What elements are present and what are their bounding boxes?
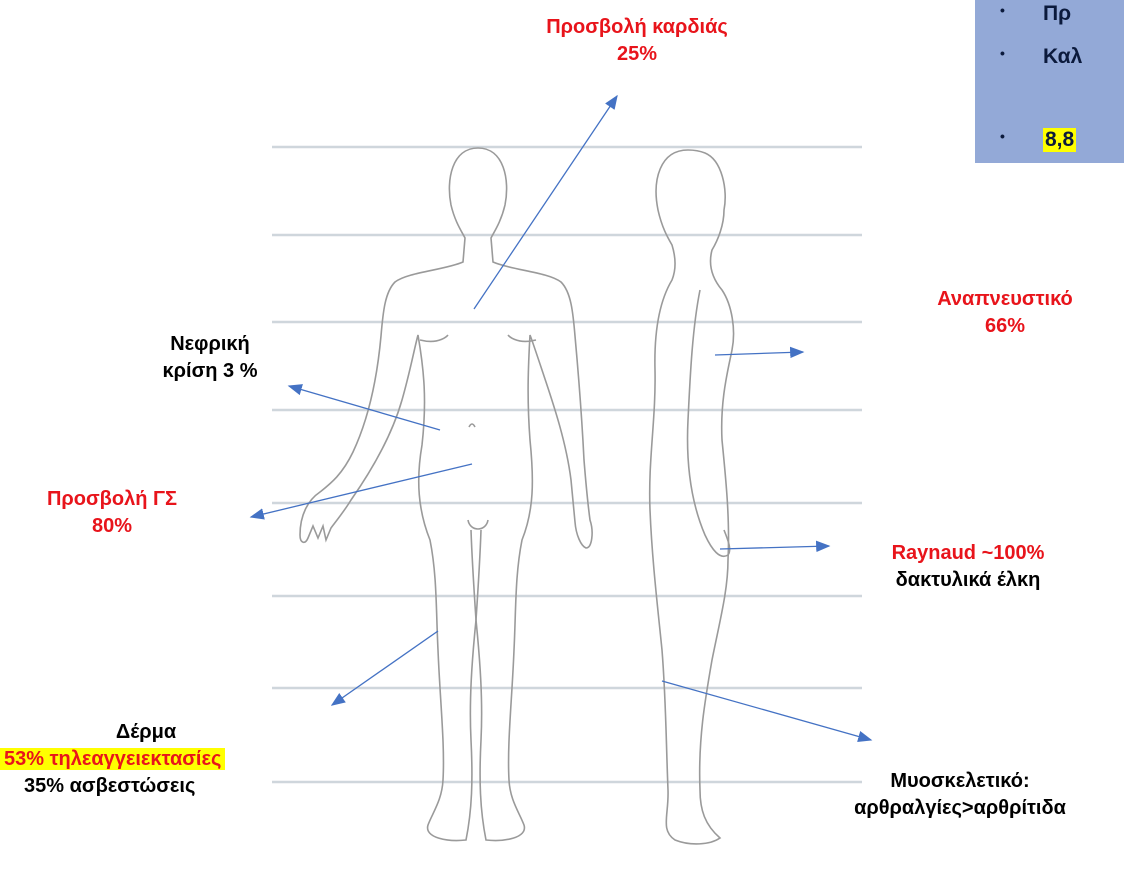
skin-label: Δέρμα 53% τηλεαγγειεκτασίες 35% ασβεστώσ… [0,719,292,800]
musculoskeletal-label-title: Μυοσκελετικό: [800,768,1120,795]
arrows [251,96,871,740]
raynaud-label-subtitle: δακτυλικά έλκη [858,567,1078,594]
gi-label: Προσβολή ΓΣ 80% [22,486,202,540]
arrow-gi [251,464,472,517]
gi-label-percent: 80% [22,513,202,540]
bullet-icon: • [1000,2,1005,18]
bullet-icon: • [1000,128,1005,144]
respiratory-label-title: Αναπνευστικό [905,286,1105,313]
arrow-heart [474,96,617,309]
musculoskeletal-label-subtitle: αρθραλγίες>αρθρίτιδα [800,795,1120,822]
bullet-icon: • [1000,45,1005,61]
renal-label-percent: κρίση 3 % [120,358,300,385]
arrow-skin [332,631,438,705]
side-figure [650,150,734,844]
info-item-text: 8,8 [1043,128,1076,152]
renal-label: Νεφρική κρίση 3 % [120,331,300,385]
heart-label: Προσβολή καρδιάς 25% [497,14,777,68]
info-item-text: Πρ [1043,2,1071,26]
raynaud-label-title: Raynaud ~100% [858,540,1078,567]
skin-label-title: Δέρμα [0,719,292,746]
height-chart-lines [272,147,862,782]
arrow-respiratory [715,352,803,355]
skin-label-calcinosis: 35% ασβεστώσεις [0,773,292,800]
arrow-raynaud [720,546,829,549]
info-item-text: Καλ [1043,45,1082,69]
heart-label-title: Προσβολή καρδιάς [497,14,777,41]
respiratory-label: Αναπνευστικό 66% [905,286,1105,340]
renal-label-title: Νεφρική [120,331,300,358]
info-box: • Πρ • Καλ • 8,8 [975,0,1124,163]
musculoskeletal-label: Μυοσκελετικό: αρθραλγίες>αρθρίτιδα [800,768,1120,822]
arrow-musculoskeletal [662,681,871,740]
respiratory-label-percent: 66% [905,313,1105,340]
heart-label-percent: 25% [497,41,777,68]
skin-label-telangiectasia: 53% τηλεαγγειεκτασίες [0,748,225,770]
gi-label-title: Προσβολή ΓΣ [22,486,202,513]
raynaud-label: Raynaud ~100% δακτυλικά έλκη [858,540,1078,594]
